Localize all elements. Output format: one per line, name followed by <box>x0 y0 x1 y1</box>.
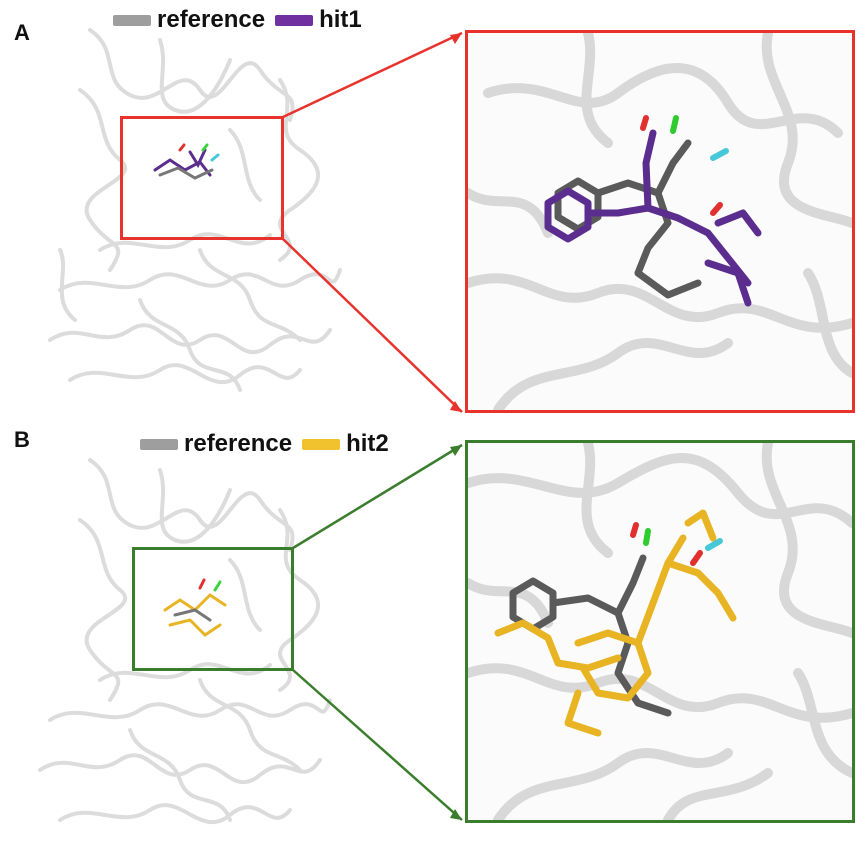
legend-label-hit2: hit2 <box>346 430 389 457</box>
zoom-view-a <box>465 30 855 413</box>
legend-swatch-hit1 <box>275 14 314 26</box>
protein-overview-a <box>48 28 463 413</box>
legend-swatch-reference <box>113 14 151 26</box>
legend-swatch-reference <box>140 438 178 450</box>
panel-a: A reference hit1 <box>0 0 866 420</box>
legend-label-reference: reference <box>157 6 266 33</box>
zoom-scene-a <box>468 33 852 410</box>
zoom-scene-b <box>468 443 852 820</box>
legend-label-reference: reference <box>184 430 293 457</box>
highlight-region-b <box>132 547 294 671</box>
panel-label-b: B <box>14 427 30 452</box>
legend-label-hit1: hit1 <box>319 6 362 33</box>
legend-b: reference hit2 <box>140 430 389 458</box>
panel-b: B reference hit2 <box>0 420 866 850</box>
protein-overview-b <box>38 443 463 824</box>
legend-a: reference hit1 <box>113 6 362 34</box>
highlight-region-a <box>120 116 284 240</box>
legend-swatch-hit2 <box>302 438 341 450</box>
panel-label-a: A <box>14 20 30 45</box>
zoom-view-b <box>465 440 855 823</box>
